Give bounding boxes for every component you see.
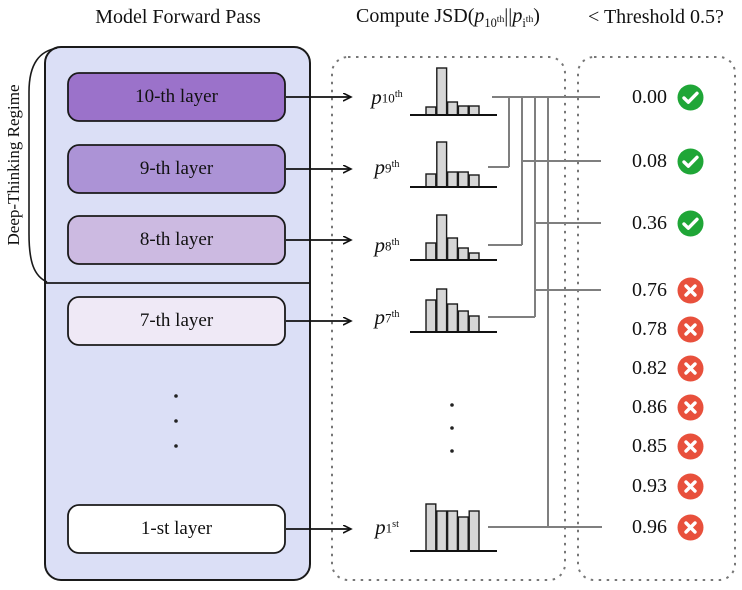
histogram-bar [436,141,448,188]
histogram-bar [436,67,448,116]
threshold-value: 0.00 [632,85,667,108]
jsd-vertical-ellipsis [450,403,454,453]
histogram-bar [457,247,469,261]
threshold-value: 0.36 [632,211,667,234]
threshold-row: 0.08 [608,147,704,175]
threshold-dotted-box [577,56,736,581]
histogram-bar [425,299,437,333]
layer-box [67,296,286,346]
histogram-bar [468,174,480,188]
layer-box [67,504,286,554]
threshold-row: 0.78 [608,315,704,343]
histogram [410,214,497,261]
histogram-bar [446,171,459,188]
deep-thinking-brace [28,47,58,283]
histogram-bar [425,173,437,188]
model-column-title: Model Forward Pass [95,6,261,28]
layer-label: 1-st layer [140,518,213,539]
histogram [410,141,497,188]
threshold-row: 0.36 [608,209,704,237]
threshold-row: 0.93 [608,472,704,500]
check-icon [677,148,704,174]
cross-icon [677,394,704,420]
histogram-bar [436,288,448,333]
threshold-value: 0.78 [632,317,667,340]
layer-box [67,215,286,265]
threshold-value: 0.93 [632,474,667,497]
histogram-bar [446,101,459,116]
threshold-row: 0.96 [608,513,704,541]
histogram-bar [436,510,448,552]
threshold-row: 0.85 [608,432,704,460]
threshold-value: 0.86 [632,395,667,418]
threshold-row: 0.82 [608,354,704,382]
jsd-connector-lines [488,96,602,528]
histogram-bar [446,510,459,552]
histogram-bar [468,315,480,333]
jsd-column-title: Compute JSD(p10th||pith) [356,5,540,30]
jsd-title-prefix: Compute JSD [356,5,468,27]
histogram-bar [436,214,448,261]
check-icon [677,84,704,110]
histogram-bar [468,510,480,552]
threshold-value: 0.82 [632,356,667,379]
threshold-row: 0.76 [608,276,704,304]
cross-icon [677,433,704,459]
histogram-bar [457,516,469,552]
histogram [410,67,497,116]
histogram-bar [457,310,469,333]
layer-box [67,72,286,122]
threshold-value: 0.76 [632,278,667,301]
histogram-bar [468,252,480,261]
deep-thinking-regime-label: Deep-Thinking Regime [4,84,23,246]
model-vertical-ellipsis [174,394,178,448]
check-icon [677,210,704,236]
cross-icon [677,316,704,342]
threshold-value: 0.96 [632,515,667,538]
cross-icon [677,277,704,303]
histogram-bar [446,303,459,333]
cross-icon [677,355,704,381]
threshold-row: 0.00 [608,83,704,111]
jsd-dotted-box [331,56,566,581]
layer-label: 7-th layer [139,310,214,331]
histogram-bar [425,106,437,116]
layer-label: 9-th layer [139,158,214,179]
threshold-value: 0.85 [632,434,667,457]
histogram-bar [457,105,469,116]
layer-label: 8-th layer [139,229,214,250]
histogram [410,503,497,552]
layer-label: 10-th layer [135,86,218,107]
histogram-bar [468,105,480,116]
histogram-bar [425,503,437,552]
cross-icon [677,514,704,540]
threshold-row: 0.86 [608,393,704,421]
threshold-column-title: < Threshold 0.5? [588,6,724,28]
histogram-bar [457,171,469,188]
cross-icon [677,473,704,499]
threshold-value: 0.08 [632,149,667,172]
histogram-bar [446,237,459,261]
histogram [410,288,497,333]
layer-box [67,144,286,194]
histogram-bar [425,242,437,261]
